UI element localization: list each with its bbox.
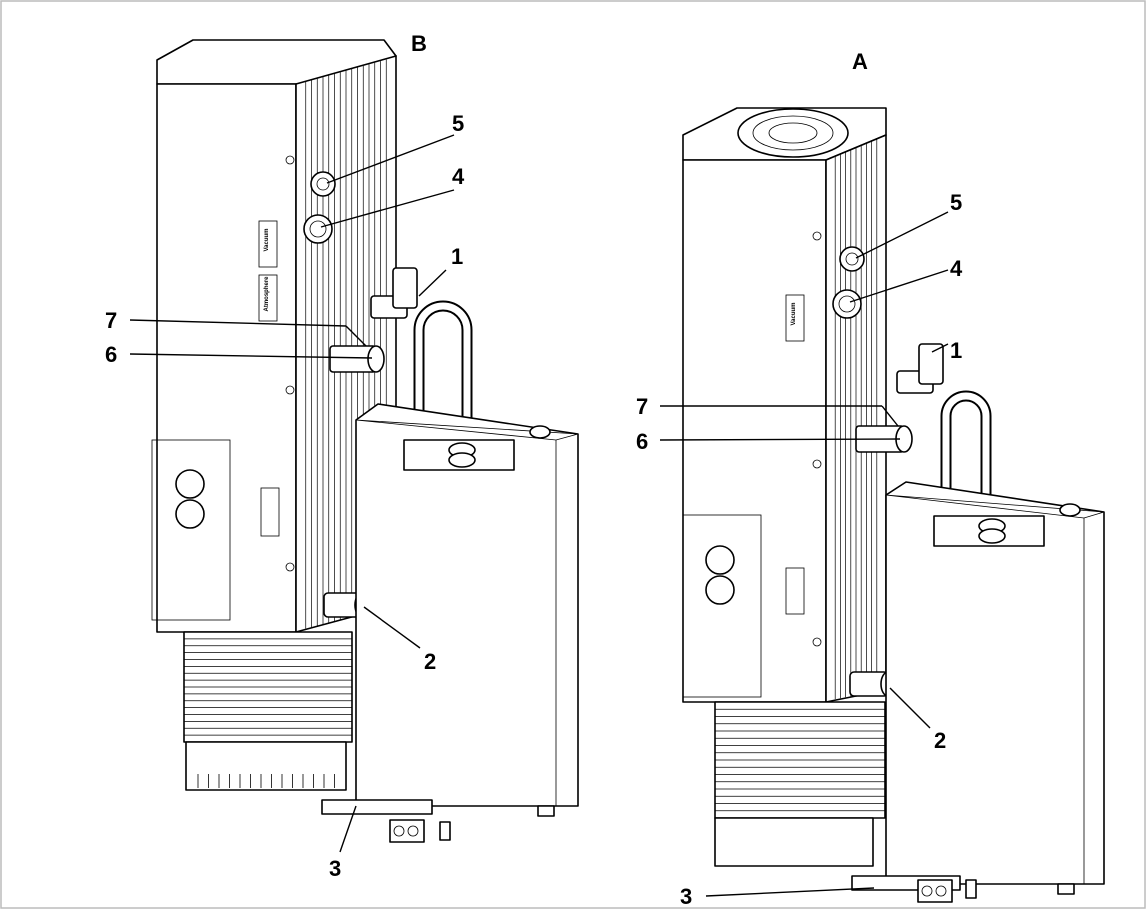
leader-a-2 <box>889 687 931 729</box>
leader-a-3 <box>705 887 875 897</box>
fan-ring <box>752 115 834 151</box>
leader-a-7-tail <box>881 405 899 427</box>
port-5 <box>839 246 865 272</box>
fitting-1-riser <box>392 267 418 309</box>
unit-a-front-face <box>682 159 827 703</box>
fan-hub <box>768 122 818 144</box>
panel-vacuum-text: Vacuum <box>264 228 270 251</box>
leader-a-4 <box>849 269 949 303</box>
unit-b: Vacuum Atmosphere <box>151 39 579 843</box>
spring-bottom <box>978 528 1006 544</box>
bottom-connector-a <box>917 879 953 903</box>
connector-hole <box>393 825 405 837</box>
tank-a-foot <box>1057 883 1075 895</box>
certification-seal <box>175 469 205 499</box>
panel-vacuum <box>785 294 805 342</box>
bottom-pipe-b <box>321 799 433 815</box>
bottom-stub-a <box>965 879 977 899</box>
port-4-inner <box>309 220 327 238</box>
leader-b-5 <box>326 134 455 184</box>
port-4-inner <box>838 295 856 313</box>
connector-hole <box>407 825 419 837</box>
fitting-7-nut <box>367 345 385 373</box>
connector-hole <box>935 885 947 897</box>
rating-plate <box>151 439 231 621</box>
panel-vacuum <box>258 220 278 268</box>
port-4 <box>832 289 862 319</box>
callout-a-5: 5 <box>950 190 962 215</box>
screw <box>285 562 295 572</box>
port-5-inner <box>845 252 859 266</box>
panel-vacuum-text: Vacuum <box>791 302 797 325</box>
leader-b-4 <box>320 189 455 228</box>
panel-atmosphere <box>258 274 278 322</box>
callout-b-6: 6 <box>105 342 117 367</box>
screw <box>812 231 822 241</box>
unit-a: Vacuum <box>682 107 1105 903</box>
certification-seal <box>705 545 735 575</box>
port-4 <box>303 214 333 244</box>
fitting-1-riser <box>918 343 944 385</box>
leader-b-2 <box>363 606 421 649</box>
connector-hole <box>921 885 933 897</box>
leader-a-5 <box>855 211 949 259</box>
panel-small <box>260 487 280 537</box>
tank-b-foot <box>537 805 555 817</box>
leader-b-1 <box>418 269 447 297</box>
port-5-inner <box>316 177 330 191</box>
unit-b-bellows <box>183 631 353 743</box>
tank-b-lip <box>355 419 579 441</box>
panel-small <box>785 567 805 615</box>
callout-b-3: 3 <box>329 856 341 881</box>
view-label-b: B <box>411 31 427 56</box>
unit-b-base <box>185 741 347 791</box>
leader-b-7 <box>129 319 347 327</box>
unit-a-base <box>714 817 874 867</box>
callout-a-1: 1 <box>950 338 962 363</box>
unit-a-bellows <box>714 701 886 819</box>
unit-a-fins <box>834 139 878 700</box>
unit-b-base-teeth <box>197 774 335 788</box>
screw <box>812 459 822 469</box>
leader-b-6 <box>129 353 373 359</box>
leader-a-6 <box>659 438 901 441</box>
certification-seal <box>175 499 205 529</box>
callout-a-6: 6 <box>636 429 648 454</box>
tank-a-lip <box>885 494 1105 519</box>
port-5 <box>310 171 336 197</box>
bottom-connector-b <box>389 819 425 843</box>
panel-atmosphere-text: Atmosphere <box>264 276 270 312</box>
spring-bottom <box>448 452 476 468</box>
callout-b-2: 2 <box>424 649 436 674</box>
leader-lines <box>129 134 949 897</box>
view-label-a: A <box>852 49 868 74</box>
callout-b-5: 5 <box>452 111 464 136</box>
callout-a-7: 7 <box>636 394 648 419</box>
screw <box>812 637 822 647</box>
tank-b-cap <box>529 425 551 439</box>
callout-a-2: 2 <box>934 728 946 753</box>
screw <box>285 155 295 165</box>
callout-a-3: 3 <box>680 884 692 909</box>
tank-a <box>885 481 1105 885</box>
rating-plate <box>682 514 762 698</box>
u-pipe <box>942 392 990 506</box>
screw <box>285 385 295 395</box>
callout-b-1: 1 <box>451 244 463 269</box>
callout-a-4: 4 <box>950 256 963 281</box>
leader-a-1 <box>931 343 949 353</box>
tank-a-cap <box>1059 503 1081 517</box>
leader-b-7-tail <box>345 325 367 347</box>
unit-b-front-face <box>156 83 297 633</box>
callout-b-7: 7 <box>105 308 117 333</box>
callout-b-4: 4 <box>452 164 465 189</box>
certification-seal <box>705 575 735 605</box>
u-pipe <box>415 302 471 430</box>
leader-b-3 <box>339 805 357 853</box>
bottom-stub-b <box>439 821 451 841</box>
tank-b <box>355 403 579 807</box>
